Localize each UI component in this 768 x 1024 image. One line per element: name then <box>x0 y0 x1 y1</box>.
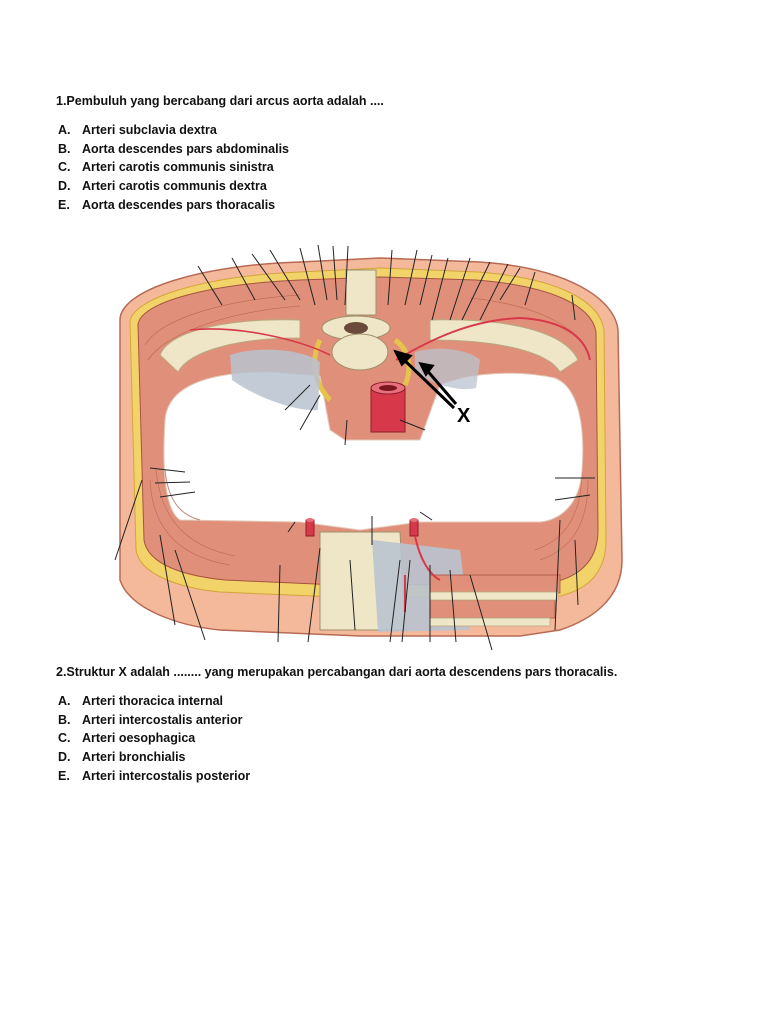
marker-x-label: X <box>457 405 471 427</box>
option-text: Arteri bronchialis <box>82 750 186 764</box>
option-letter: B. <box>58 142 71 156</box>
descending-aorta <box>370 381 406 433</box>
option-letter: E. <box>58 198 70 212</box>
pleura-right <box>415 348 480 390</box>
option-text: Arteri thoracica internal <box>82 694 224 708</box>
rib-band <box>159 319 301 373</box>
option-text: Arteri intercostalis anterior <box>82 713 243 727</box>
question-2-option-a[interactable]: A. Arteri thoracica internal <box>58 694 223 708</box>
posterior-intercostal-artery-left <box>189 328 331 356</box>
option-text: Arteri carotis communis dextra <box>82 179 267 193</box>
pleura <box>230 349 320 411</box>
question-1-option-c[interactable]: C. Arteri carotis communis sinistra <box>58 160 274 174</box>
option-text: Aorta descendes pars abdominalis <box>82 142 290 156</box>
sympathetic-trunk-right <box>393 337 412 387</box>
option-text: Arteri intercostalis posterior <box>82 769 251 783</box>
internal-thoracic-arteries <box>305 518 441 612</box>
option-letter: A. <box>58 694 71 708</box>
option-letter: C. <box>58 731 71 745</box>
option-text: Aorta descendes pars thoracalis <box>82 198 276 212</box>
question-1-text: 1.Pembuluh yang bercabang dari arcus aor… <box>56 94 384 108</box>
posterior-intercostal-artery <box>395 316 591 361</box>
option-letter: D. <box>58 179 71 193</box>
option-text: Arteri oesophagica <box>82 731 196 745</box>
option-text: Arteri carotis communis sinistra <box>82 160 274 174</box>
question-2-option-e[interactable]: E. Arteri intercostalis posterior <box>58 769 250 783</box>
question-2-option-b[interactable]: B. Arteri intercostalis anterior <box>58 713 242 727</box>
option-letter: D. <box>58 750 71 764</box>
question-1-option-a[interactable]: A. Arteri subclavia dextra <box>58 123 217 137</box>
inner-lining <box>164 469 201 521</box>
option-letter: B. <box>58 713 71 727</box>
question-2-option-d[interactable]: D. Arteri bronchialis <box>58 750 186 764</box>
option-letter: A. <box>58 123 71 137</box>
vertebra <box>321 269 391 371</box>
question-1-option-b[interactable]: B. Aorta descendes pars abdominalis <box>58 142 289 156</box>
rib-band-right <box>429 319 579 373</box>
question-1-option-d[interactable]: D. Arteri carotis communis dextra <box>58 179 267 193</box>
leader-lines <box>114 244 595 651</box>
marker-x-arrows <box>393 349 458 410</box>
option-text: Arteri subclavia dextra <box>82 123 217 137</box>
thorax-cross-section-figure: X <box>114 244 623 651</box>
option-letter: E. <box>58 769 70 783</box>
question-2-text: 2.Struktur X adalah ........ yang merupa… <box>56 665 618 679</box>
question-2-option-c[interactable]: C. Arteri oesophagica <box>58 731 195 745</box>
option-letter: C. <box>58 160 71 174</box>
muscle-striations <box>144 294 591 566</box>
question-1-option-e[interactable]: E. Aorta descendes pars thoracalis <box>58 198 275 212</box>
